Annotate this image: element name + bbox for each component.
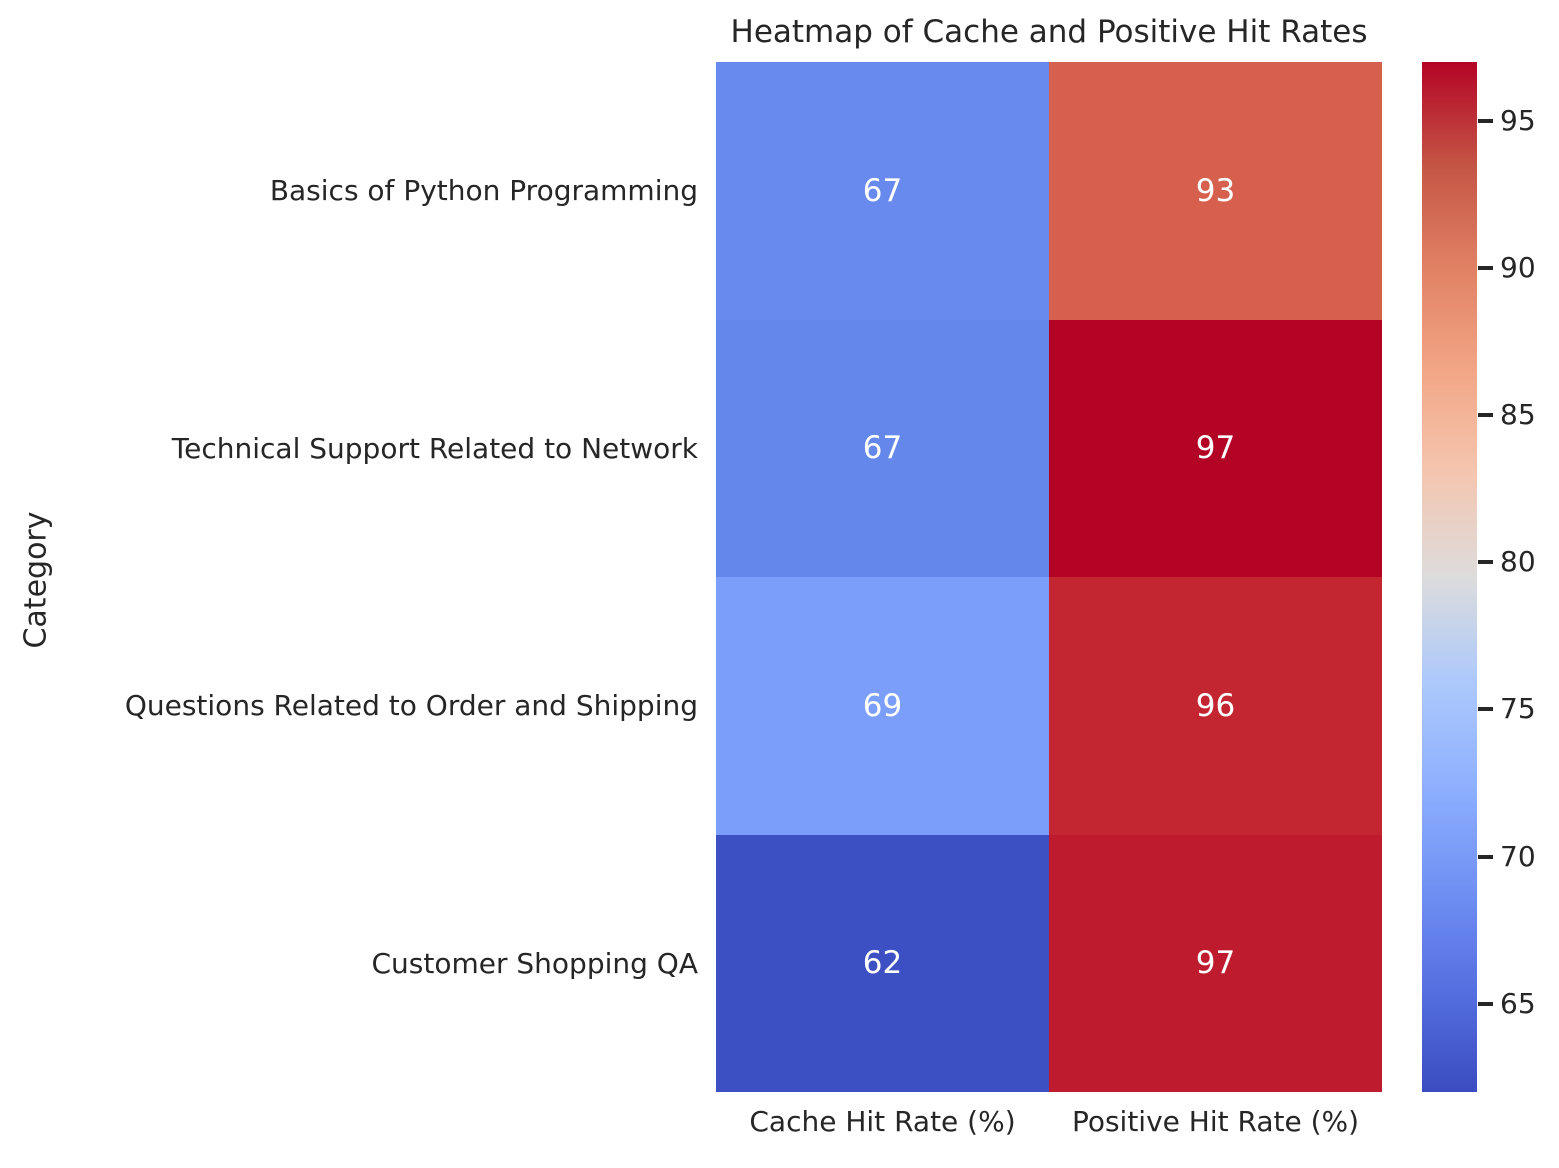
cell-value: 69 — [862, 687, 903, 724]
x-tick-label-1: Positive Hit Rate (%) — [1071, 1105, 1360, 1138]
colorbar-tick-mark-65 — [1478, 1001, 1493, 1006]
chart-title: Heatmap of Cache and Positive Hit Rates — [730, 14, 1368, 50]
colorbar-tick-mark-90 — [1478, 266, 1493, 270]
heatmap-cell-r3c1: 97 — [1049, 834, 1382, 1092]
y-tick-label-3: Customer Shopping QA — [371, 946, 699, 980]
colorbar-tick-mark-80 — [1478, 560, 1493, 565]
x-tick-labels: Cache Hit Rate (%) Positive Hit Rate (%) — [716, 1105, 1382, 1138]
heatmap-cell-r1c1: 97 — [1049, 319, 1382, 577]
x-tick-label-0: Cache Hit Rate (%) — [749, 1105, 1016, 1138]
heatmap-cell-r0c0: 67 — [716, 62, 1049, 320]
colorbar-tick-mark-95 — [1478, 118, 1493, 123]
colorbar-tick-label-85: 85 — [1500, 398, 1536, 432]
colorbar-tick-label-90: 90 — [1500, 251, 1536, 284]
cell-value: 93 — [1195, 172, 1236, 209]
colorbar-tick-label-70: 70 — [1500, 839, 1536, 873]
cell-value: 97 — [1195, 945, 1236, 982]
y-tick-label-2: Questions Related to Order and Shipping — [124, 689, 698, 723]
heatmap-cell-r0c1: 93 — [1049, 62, 1382, 320]
cell-value: 96 — [1195, 687, 1236, 724]
colorbar — [1422, 62, 1477, 1092]
colorbar-tick-mark-75 — [1478, 707, 1493, 712]
y-tick-label-0: Basics of Python Programming — [269, 174, 698, 208]
colorbar-tick-label-75: 75 — [1500, 692, 1536, 726]
heatmap-cell-r2c1: 96 — [1049, 577, 1382, 835]
cell-value: 62 — [862, 945, 903, 982]
cell-value: 67 — [862, 172, 903, 209]
heatmap-cell-r2c0: 69 — [716, 577, 1049, 835]
colorbar-tick-label-95: 95 — [1500, 103, 1536, 137]
colorbar-tick-mark-70 — [1478, 854, 1493, 859]
colorbar-tick-label-80: 80 — [1500, 545, 1536, 579]
y-tick-label-1: Technical Support Related to Network — [171, 431, 698, 465]
heatmap-grid: 67 93 67 97 69 96 62 97 — [716, 62, 1382, 1092]
colorbar-tick-mark-85 — [1478, 413, 1493, 418]
heatmap-cell-r1c0: 67 — [716, 319, 1049, 577]
colorbar-tick-label-65: 65 — [1500, 986, 1536, 1020]
cell-value: 67 — [862, 430, 903, 467]
heatmap-cell-r3c0: 62 — [716, 834, 1049, 1092]
cell-value: 97 — [1195, 430, 1236, 467]
